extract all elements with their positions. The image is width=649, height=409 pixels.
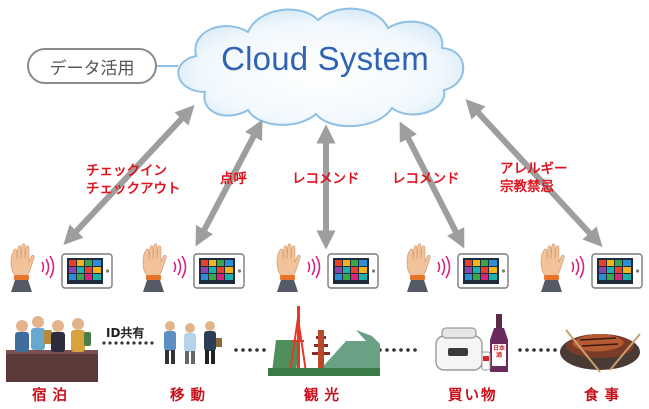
arrow-shopping [399,121,465,249]
tokyo-landmarks-icon [268,306,380,376]
arrow-label-transport: 点呼 [220,170,247,188]
arrow-label-line: レコメンド [392,171,460,187]
sake-bottle-label: 日本酒 [492,345,505,359]
cloud-system-title: Cloud System [221,40,429,77]
nfc-wave-icon [173,255,187,279]
tablet-terminal-icon [457,253,509,289]
station-label-sightseeing: 観光 [304,388,345,404]
hand-wristband-icon [540,243,565,293]
hand-wristband-icon [276,243,301,293]
steak-meal-icon [560,303,641,373]
hotel-front-desk-icon [6,316,98,382]
sake-bottle-icon [481,314,508,372]
data-utilization-label: データ活用 [49,58,135,79]
hand-wristband-icon [406,243,431,293]
station-label-dining: 食事 [584,388,625,404]
nfc-wave-icon [307,255,321,279]
tablet-terminal-icon [327,253,379,289]
arrow-label-line: 宗教禁忌 [500,179,554,195]
data-utilization-pill: データ活用 [27,48,157,84]
arrow-label-line: レコメンド [292,171,360,187]
arrow-label-sightseeing: レコメンド [292,170,360,188]
nfc-wave-icon [41,255,55,279]
arrow-dining [465,98,603,248]
arrow-lodging [63,104,195,246]
walking-people-icon [164,321,222,364]
rice-cooker-icon [435,327,483,371]
hand-wristband-icon [142,243,167,293]
hand-wristband-icon [10,243,35,293]
station-label-transport: 移動 [170,388,211,404]
arrow-label-lodging: チェックイン チェックアウト [86,162,181,198]
arrow-label-line: チェックイン [86,163,167,179]
arrow-label-shopping: レコメンド [392,170,460,188]
station-label-shopping: 買い物 [448,388,498,404]
tablet-terminal-icon [193,253,245,289]
arrow-label-line: チェックアウト [86,181,181,197]
id-sharing-label: ID共有 [106,326,145,340]
cloud-icon [177,7,465,127]
tablet-terminal-icon [591,253,643,289]
dotted-connectors [102,341,557,352]
arrow-transport [195,119,263,247]
arrow-label-line: 点呼 [220,171,247,187]
arrow-label-line: アレルギー [500,161,568,177]
arrow-label-dining: アレルギー 宗教禁忌 [500,160,568,196]
station-label-lodging: 宿泊 [32,388,73,404]
nfc-wave-icon [571,255,585,279]
tablet-terminal-icon [61,253,113,289]
nfc-wave-icon [437,255,451,279]
